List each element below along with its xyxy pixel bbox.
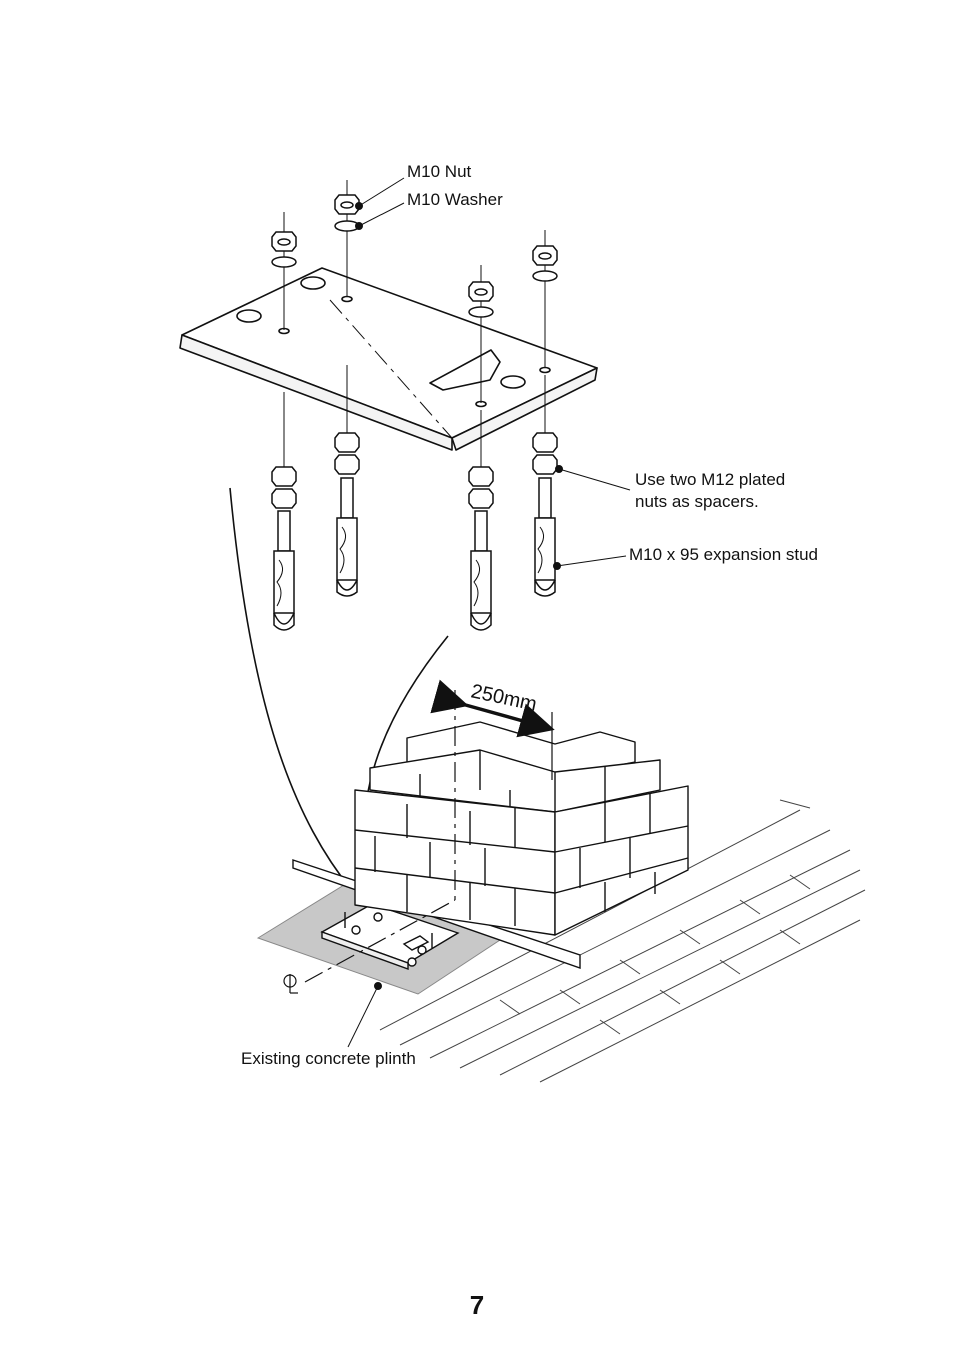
nut-hex-icon bbox=[532, 245, 558, 266]
leader-lines bbox=[347, 177, 631, 1048]
spacer-label-line1: Use two M12 plated bbox=[635, 470, 786, 489]
washer-ring-icon bbox=[532, 270, 558, 282]
base-frame bbox=[320, 903, 460, 970]
washer-ring-icon bbox=[271, 256, 297, 268]
mounting-plate bbox=[179, 267, 598, 451]
upper-nuts-washers bbox=[271, 194, 558, 318]
expansion-studs bbox=[271, 432, 558, 631]
washer-ring-icon bbox=[468, 306, 494, 318]
nut-label: M10 Nut bbox=[407, 162, 472, 181]
plinth-label: Existing concrete plinth bbox=[241, 1049, 416, 1068]
page-number: 7 bbox=[469, 1290, 485, 1320]
brick-wall bbox=[354, 721, 689, 936]
centreline-symbol bbox=[283, 974, 298, 994]
nut-hex-icon bbox=[271, 231, 297, 252]
paving-ground bbox=[379, 799, 866, 1083]
washer-label: M10 Washer bbox=[407, 190, 503, 209]
stud-label: M10 x 95 expansion stud bbox=[629, 545, 819, 564]
dimension-arrow bbox=[430, 679, 555, 738]
nut-hex-icon bbox=[468, 281, 494, 302]
spacer-label-line2: nuts as spacers. bbox=[635, 492, 759, 511]
